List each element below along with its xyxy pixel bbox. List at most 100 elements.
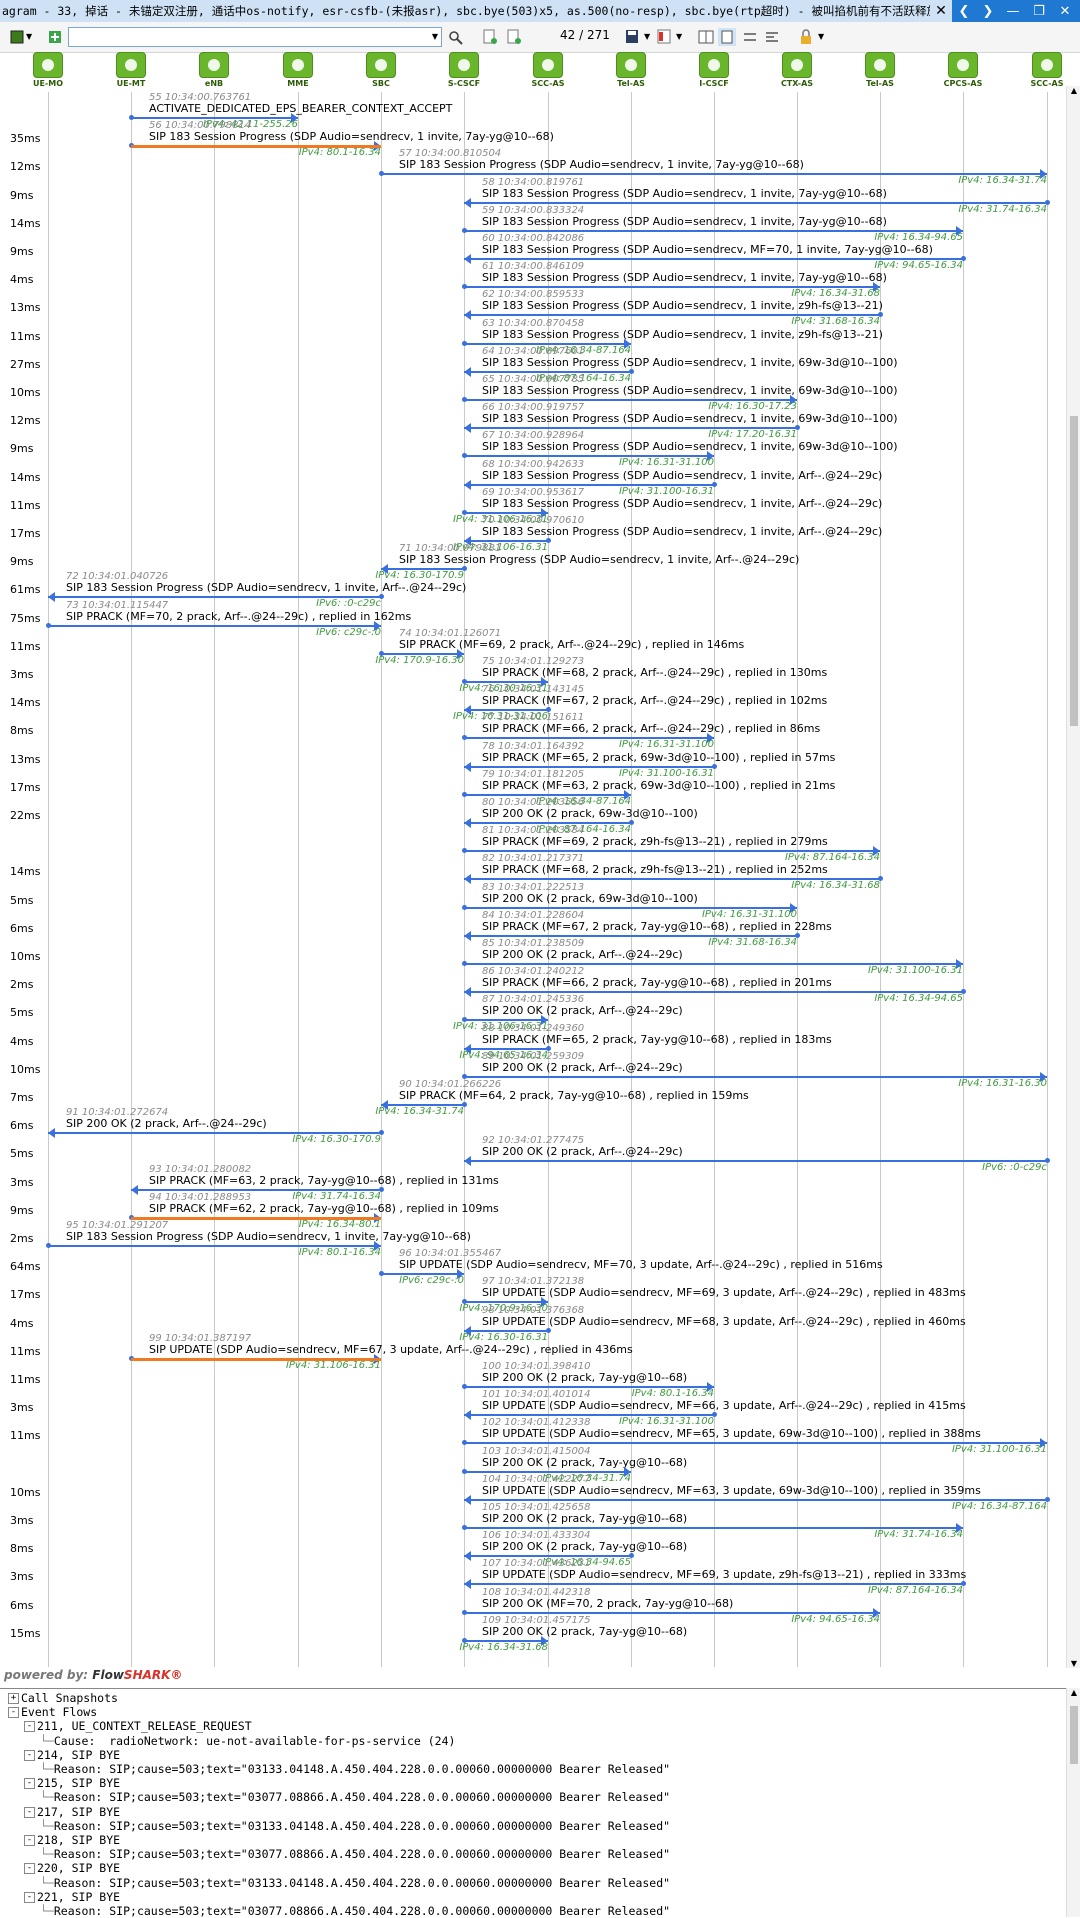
message-text: SIP 183 Session Progress (SDP Audio=send… bbox=[482, 412, 898, 426]
collapse-icon[interactable]: - bbox=[24, 1778, 35, 1790]
message-arrow bbox=[464, 991, 963, 994]
export-dropdown-icon[interactable]: ▼ bbox=[676, 32, 683, 41]
tab-close-icon[interactable]: ✕ bbox=[930, 0, 952, 22]
message-origin-dot bbox=[712, 763, 717, 769]
node-label: I-CSCF bbox=[699, 79, 729, 88]
layout-icon[interactable] bbox=[10, 28, 24, 46]
node-4[interactable]: SBC bbox=[366, 52, 396, 88]
export-icon[interactable] bbox=[656, 28, 672, 46]
tree-row[interactable]: -215, SIP BYE bbox=[24, 1776, 120, 1790]
message-timestamp: 60 10:34:00.842086 bbox=[482, 233, 585, 244]
node-1[interactable]: UE-MT bbox=[116, 52, 146, 88]
node-8[interactable]: I-CSCF bbox=[699, 52, 729, 88]
collapse-icon[interactable]: - bbox=[24, 1835, 35, 1846]
maximize-icon[interactable]: ❐ bbox=[1033, 3, 1045, 19]
scrollbar-thumb[interactable] bbox=[1070, 416, 1078, 726]
diagram-scrollbar[interactable]: ▲ ▼ bbox=[1066, 86, 1080, 1668]
node-0[interactable]: UE-MO bbox=[33, 52, 63, 88]
node-12[interactable]: SCC-AS bbox=[1031, 52, 1063, 88]
tree-row[interactable]: -221, SIP BYE bbox=[24, 1890, 120, 1904]
tab-prev-icon[interactable]: ❮ bbox=[958, 3, 970, 19]
filter-dropdown-icon[interactable]: ▼ bbox=[431, 32, 439, 41]
find-icon[interactable] bbox=[448, 28, 464, 46]
message-text: SIP UPDATE (SDP Audio=sendrecv, MF=69, 3… bbox=[482, 1286, 966, 1300]
split-view-icon[interactable] bbox=[698, 28, 714, 46]
message-text: SIP 200 OK (2 prack, 7ay-yg@10--68) bbox=[482, 1455, 688, 1469]
tree-row-text: Reason: SIP;cause=503;text="03077.08866.… bbox=[53, 1847, 671, 1862]
message-origin-dot bbox=[462, 509, 467, 515]
page-current[interactable]: 42 bbox=[560, 28, 576, 42]
message-arrow bbox=[464, 1583, 963, 1586]
tree-scrollbar[interactable]: ▲ bbox=[1066, 1688, 1080, 1917]
tree-row[interactable]: -217, SIP BYE bbox=[24, 1805, 120, 1819]
node-11[interactable]: CPCS-AS bbox=[944, 52, 982, 88]
node-7[interactable]: Tel-AS bbox=[616, 52, 646, 88]
collapse-icon[interactable]: - bbox=[24, 1806, 35, 1818]
tree-row-text: 218, SIP BYE bbox=[37, 1833, 121, 1847]
arrowhead-icon bbox=[464, 818, 471, 828]
tree-row[interactable]: └─Reason: SIP;cause=503;text="03133.0414… bbox=[40, 1819, 670, 1833]
lock-icon[interactable] bbox=[798, 28, 814, 46]
prev-match-icon[interactable] bbox=[482, 28, 498, 46]
powered-by: powered by: FlowSHARK® bbox=[4, 1668, 182, 1682]
tree-scroll-up-icon[interactable]: ▲ bbox=[1070, 1688, 1078, 1697]
message-ip: IPv4: 94.65-16.34 bbox=[459, 1049, 548, 1061]
layout-dropdown-icon[interactable]: ▼ bbox=[26, 32, 33, 41]
message-text: SIP PRACK (MF=62, 2 prack, 7ay-yg@10--68… bbox=[149, 1201, 499, 1215]
tree-row[interactable]: -214, SIP BYE bbox=[24, 1748, 120, 1762]
arrowhead-icon bbox=[956, 225, 963, 236]
arrowhead-icon bbox=[624, 789, 631, 800]
lock-dropdown-icon[interactable]: ▼ bbox=[818, 32, 825, 41]
collapse-icon[interactable]: - bbox=[8, 1707, 19, 1719]
message-arrow bbox=[464, 342, 631, 345]
window-close-icon[interactable]: ✕ bbox=[1059, 3, 1071, 19]
collapse-icon[interactable]: - bbox=[24, 1749, 35, 1761]
filter-combo[interactable]: ▼ bbox=[68, 27, 442, 47]
scroll-up-icon[interactable]: ▲ bbox=[1070, 86, 1078, 95]
node-6[interactable]: SCC-AS bbox=[532, 52, 564, 88]
arrowhead-icon bbox=[374, 1241, 381, 1251]
message-origin-dot bbox=[379, 650, 384, 656]
collapse-icon[interactable]: - bbox=[24, 1863, 35, 1875]
expand-icon[interactable]: + bbox=[8, 1693, 19, 1704]
message-timestamp: 108 10:34:01.442318 bbox=[482, 1586, 591, 1598]
save-icon[interactable] bbox=[624, 28, 640, 46]
tree-row[interactable]: └─Reason: SIP;cause=503;text="03077.0886… bbox=[40, 1847, 670, 1861]
tree-row[interactable]: -211, UE_CONTEXT_RELEASE_REQUEST bbox=[24, 1719, 252, 1733]
tree-row[interactable]: └─Reason: SIP;cause=503;text="03077.0886… bbox=[40, 1904, 670, 1918]
tree-row[interactable]: └─Cause: radioNetwork: ue-not-available-… bbox=[40, 1734, 455, 1748]
tree-row[interactable]: -218, SIP BYE bbox=[24, 1833, 120, 1847]
filter-input[interactable] bbox=[69, 28, 423, 46]
node-2[interactable]: eNB bbox=[199, 52, 229, 88]
collapse-icon[interactable]: - bbox=[24, 1891, 35, 1903]
arrows-icon[interactable] bbox=[742, 28, 758, 46]
tab-next-icon[interactable]: ❯ bbox=[982, 3, 994, 19]
tree-row[interactable]: └─Reason: SIP;cause=503;text="03133.0414… bbox=[40, 1762, 670, 1776]
message-delay: 35ms bbox=[10, 132, 41, 146]
arrowhead-icon bbox=[1040, 1071, 1047, 1082]
tree-row[interactable]: └─Reason: SIP;cause=503;text="03133.0414… bbox=[40, 1876, 670, 1890]
node-3[interactable]: MME bbox=[283, 52, 313, 88]
message-timestamp: 72 10:34:01.040726 bbox=[66, 571, 169, 583]
add-icon[interactable] bbox=[48, 28, 62, 46]
node-5[interactable]: S-CSCF bbox=[448, 52, 480, 88]
node-10[interactable]: Tel-AS bbox=[865, 52, 895, 88]
arrowhead-icon bbox=[1040, 1438, 1047, 1449]
node-9[interactable]: CTX-AS bbox=[781, 52, 813, 88]
align-icon[interactable] bbox=[764, 28, 780, 46]
scroll-down-icon[interactable]: ▼ bbox=[1070, 1659, 1078, 1668]
tree-row[interactable]: -Event Flows bbox=[8, 1705, 97, 1719]
tree-row[interactable]: +Call Snapshots bbox=[8, 1691, 118, 1705]
arrowhead-icon bbox=[956, 959, 963, 969]
tree-row[interactable]: -220, SIP BYE bbox=[24, 1861, 120, 1875]
minimize-icon[interactable]: — bbox=[1006, 3, 1020, 19]
save-dropdown-icon[interactable]: ▼ bbox=[644, 32, 651, 41]
next-match-icon[interactable] bbox=[506, 28, 522, 46]
collapse-icon[interactable]: - bbox=[24, 1721, 35, 1733]
lifeline bbox=[48, 92, 49, 1667]
tree-row[interactable]: └─Reason: SIP;cause=503;text="03077.0886… bbox=[40, 1790, 670, 1804]
tree-scrollbar-thumb[interactable] bbox=[1070, 1706, 1078, 1764]
arrowhead-icon bbox=[1040, 169, 1047, 180]
copy-icon[interactable] bbox=[718, 28, 736, 46]
document-tab[interactable]: agram - 33, 掉话 - 未锚定双注册, 通话中os-notify, e… bbox=[0, 0, 930, 22]
